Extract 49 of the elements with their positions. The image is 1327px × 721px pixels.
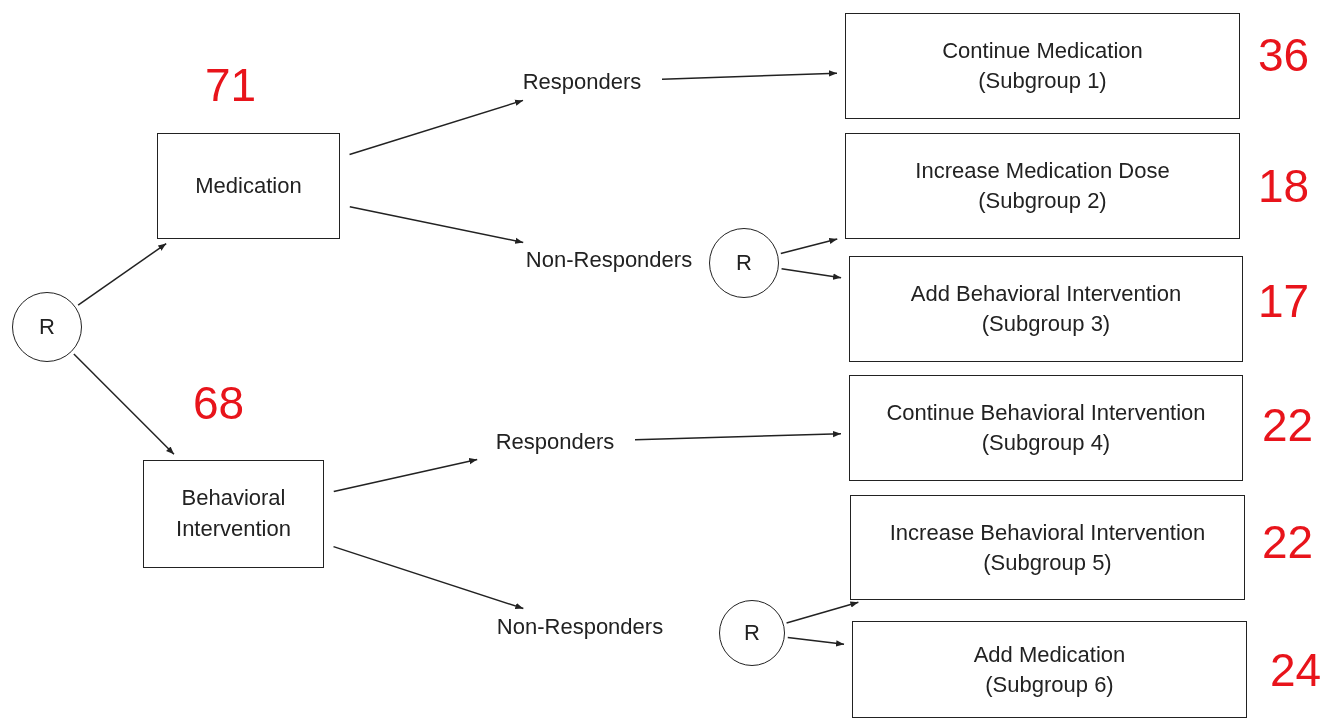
treatment-box: [852, 621, 1247, 718]
box-text: Behavioral Intervention: [175, 484, 292, 543]
count-number: 17: [1258, 278, 1310, 324]
box-text: Add Medication: [973, 640, 1126, 669]
arrow: [634, 430, 842, 441]
group-label: Responders: [495, 428, 615, 457]
box-text: (Subgroup 3): [981, 310, 1111, 338]
group-label: Non-Responders: [525, 246, 693, 275]
box-text: (Subgroup 6): [985, 670, 1114, 699]
arrow: [348, 99, 524, 156]
count-number: 36: [1258, 32, 1310, 78]
box-text: (Subgroup 5): [983, 548, 1112, 577]
arrow: [332, 545, 525, 610]
count-number: 22: [1262, 519, 1314, 565]
arrow: [780, 237, 838, 255]
treatment-box: [845, 13, 1240, 119]
treatment-box: [143, 460, 324, 568]
count-number: 18: [1258, 163, 1310, 209]
box-text: R: [744, 619, 760, 648]
box-text: Increase Medication Dose: [915, 157, 1170, 186]
arrow: [785, 601, 860, 624]
arrow: [661, 70, 838, 80]
box-text: Continue Medication: [942, 37, 1143, 66]
box-text: (Subgroup 2): [978, 187, 1107, 215]
arrow: [77, 242, 167, 306]
count-number: 71: [205, 62, 257, 108]
box-text: Increase Behavioral Intervention: [889, 518, 1206, 547]
group-label: Responders: [522, 68, 642, 97]
count-number: 24: [1270, 647, 1322, 693]
count-number: 22: [1262, 402, 1314, 448]
treatment-box: [850, 495, 1245, 600]
count-number: 68: [193, 380, 245, 426]
group-label: Non-Responders: [496, 613, 664, 642]
arrow: [780, 267, 842, 280]
box-text: R: [39, 313, 55, 342]
treatment-box: [845, 133, 1240, 239]
box-text: Medication: [195, 172, 302, 201]
arrow: [73, 353, 175, 456]
box-text: Add Behavioral Intervention: [910, 280, 1182, 309]
treatment-box: [157, 133, 340, 239]
box-text: (Subgroup 1): [978, 67, 1107, 95]
treatment-box: [849, 375, 1243, 481]
arrow: [787, 636, 845, 647]
box-text: R: [736, 249, 752, 278]
arrow: [333, 458, 478, 493]
arrow: [349, 206, 524, 244]
box-text: Continue Behavioral Intervention: [886, 399, 1206, 428]
box-text: (Subgroup 4): [981, 429, 1111, 457]
treatment-box: [849, 256, 1243, 362]
